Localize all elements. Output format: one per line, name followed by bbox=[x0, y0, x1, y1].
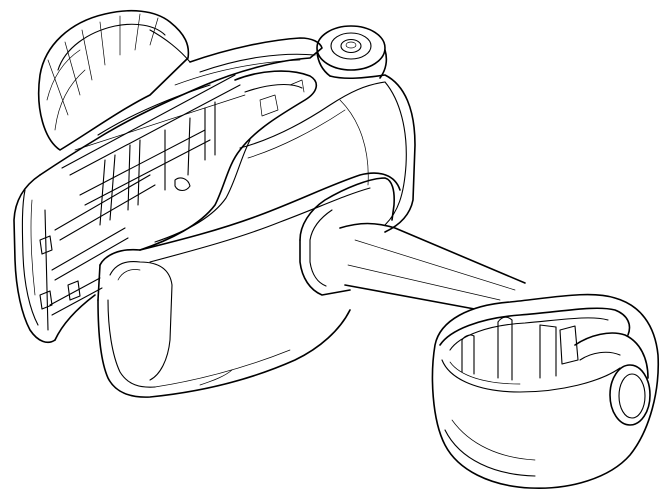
knob bbox=[37, 9, 191, 151]
ring-clamp bbox=[431, 293, 660, 490]
collar bbox=[299, 177, 395, 296]
tube-arm bbox=[339, 222, 526, 311]
top-boss bbox=[316, 25, 388, 79]
grip-ribs bbox=[39, 74, 246, 316]
centre-link bbox=[139, 70, 318, 251]
main-body bbox=[97, 74, 416, 398]
upper-jaw bbox=[13, 37, 323, 344]
